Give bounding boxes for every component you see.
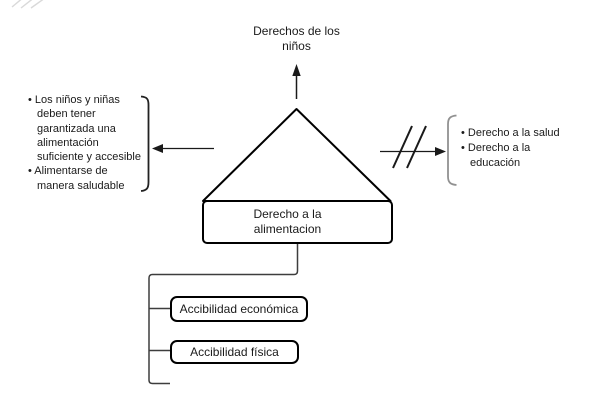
left-note-line: garantizada una	[37, 122, 116, 135]
left-note-line: deben tener	[37, 108, 96, 121]
top-label-line: Derechos de los	[253, 24, 340, 38]
pyramid-triangle	[202, 108, 392, 202]
up-arrow-icon	[292, 64, 301, 76]
left-note-line: manera saludable	[37, 179, 125, 192]
pyramid-base-label: Derecho a la alimentacion	[253, 207, 321, 238]
pyramid-base-label-line: alimentacion	[253, 222, 322, 236]
right-note-line: • Derecho a la salud	[461, 127, 560, 139]
connector-trunk-line	[148, 244, 299, 385]
right-note-line: educación	[470, 157, 521, 169]
top-label: Derechos de los niños	[231, 24, 362, 54]
break-slashes-icon	[392, 125, 427, 169]
right-note-line: • Derecho a la	[461, 142, 531, 154]
sub-box-physical: Accibilidad física	[170, 340, 299, 364]
left-brace-icon	[140, 95, 150, 192]
right-note: • Derecho a la salud • Derecho a la educ…	[461, 126, 560, 171]
left-arrow-icon	[152, 144, 163, 153]
sub-box-physical-label: Accibilidad física	[190, 345, 279, 359]
corner-scribble	[11, 0, 44, 9]
sub-box-economic-label: Accibilidad económica	[179, 302, 299, 316]
left-note-line: alimentación	[37, 136, 99, 149]
left-note: • Los niños y niñas deben tener garantiz…	[28, 93, 141, 193]
pyramid-base-box: Derecho a la alimentacion	[202, 200, 393, 244]
left-note-line: • Alimentarse de	[28, 165, 108, 178]
right-arrow-icon	[435, 147, 446, 156]
sub-box-economic: Accibilidad económica	[170, 296, 308, 322]
left-note-line: suficiente y accesible	[37, 151, 141, 164]
top-label-line: niños	[282, 39, 311, 53]
pyramid-base-label-line: Derecho a la	[253, 206, 322, 221]
right-brace-icon	[447, 114, 457, 186]
left-note-line: • Los niños y niñas	[28, 94, 120, 106]
